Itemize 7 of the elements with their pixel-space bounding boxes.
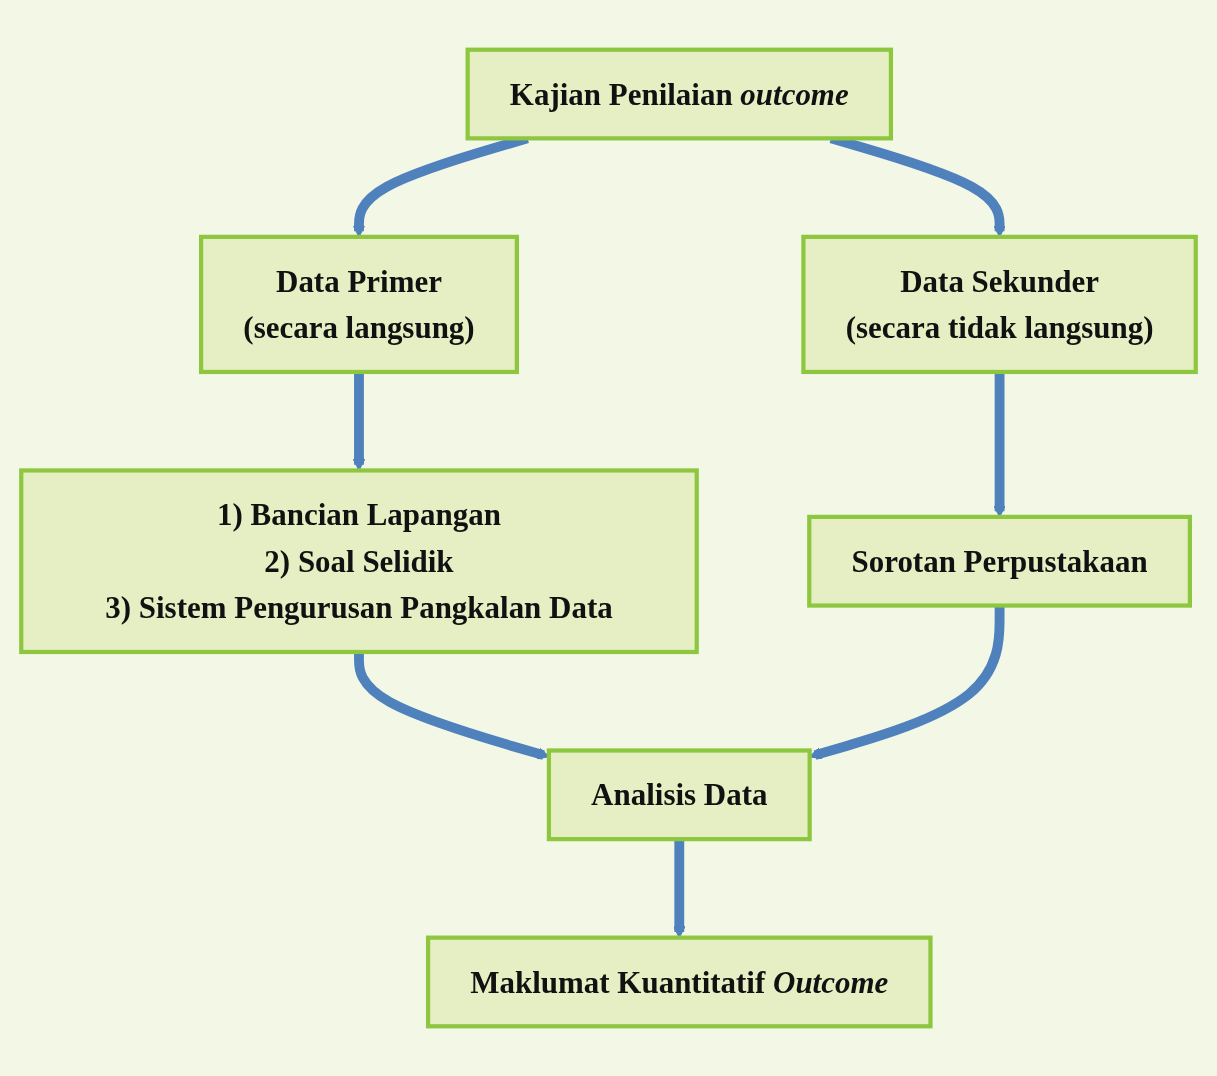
node-box: Maklumat Kuantitatif Outcome <box>425 935 933 1029</box>
node-box: Data Sekunder (secara tidak langsung) <box>801 234 1198 375</box>
node-box: Sorotan Perpustakaan <box>807 514 1192 608</box>
node-box: Kajian Penilaian outcome <box>465 47 894 141</box>
node-box: 1) Bancian Lapangan 2) Soal Selidik 3) Sistem Pengurusan Pangkalan Data <box>19 468 699 655</box>
node-box: Data Primer (secara langsung) <box>199 234 519 375</box>
node-box: Analisis Data <box>546 748 812 842</box>
